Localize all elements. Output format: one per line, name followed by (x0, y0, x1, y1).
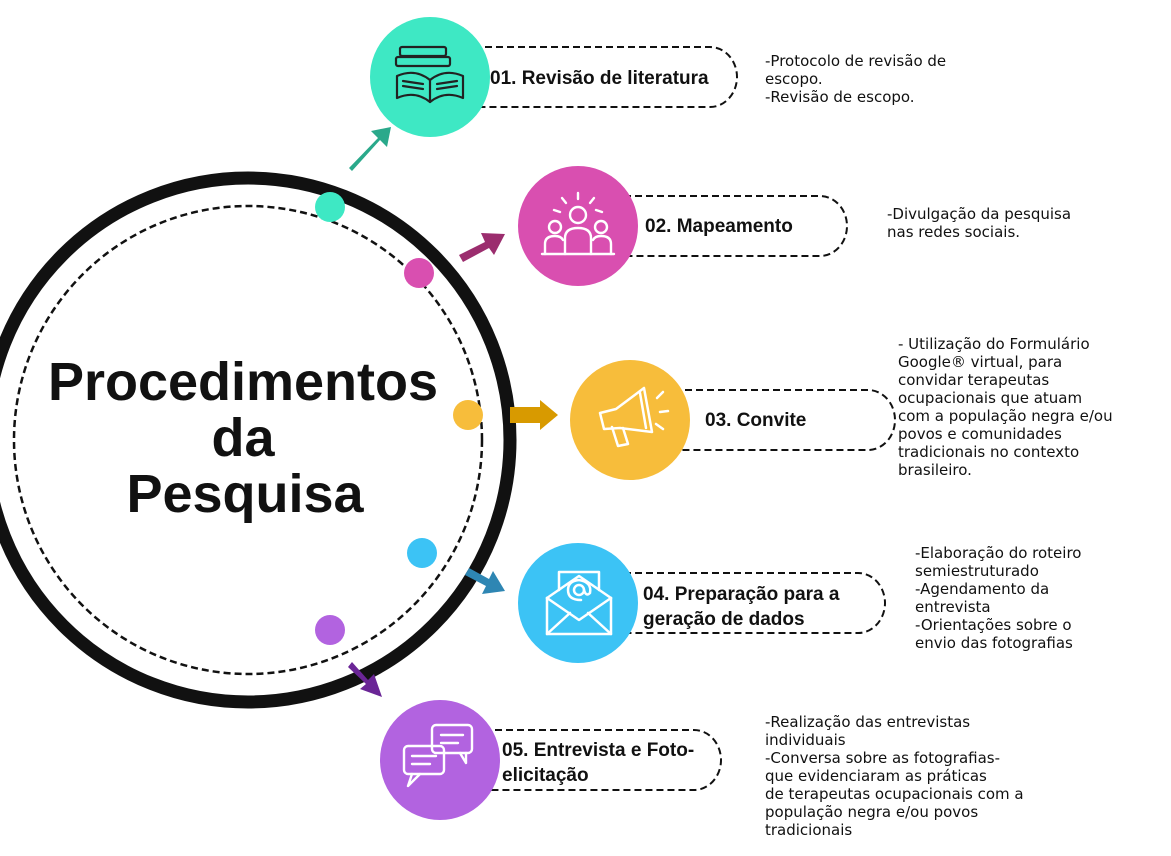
central-ring (0, 171, 517, 709)
step-4-description: -Elaboração do roteiro semiestruturado -… (915, 544, 1081, 652)
step-1-arrow (349, 127, 391, 171)
step-3-label-line: 03. Convite (705, 410, 806, 431)
step-4-label-line-1: 04. Preparação para a (643, 584, 840, 605)
step-1-description-line: -Protocolo de revisão de (765, 52, 947, 70)
step-2: 02. Mapeamento (404, 166, 848, 288)
step-1-description-line: escopo. (765, 70, 823, 88)
step-2-dot (404, 258, 434, 288)
step-5-label: 05. Entrevista e Foto- elicitação (502, 740, 699, 786)
step-4-circle (518, 543, 638, 663)
step-2-arrow (459, 233, 505, 262)
step-4-description-line: envio das fotografias (915, 634, 1073, 652)
diagram-title: Procedimentos da Pesquisa (48, 352, 442, 524)
step-5-description-line: tradicionais (765, 821, 853, 839)
chat-icon (402, 723, 474, 788)
step-3-label-frame (630, 389, 896, 451)
step-5-circle (380, 700, 500, 820)
step-1-label-frame (430, 46, 738, 108)
step-4-label-line-2: geração de dados (643, 609, 805, 630)
title-line-1: Procedimentos (48, 352, 438, 412)
step-3-arrow (510, 400, 558, 430)
step-3-description-line: tradicionais no contexto (898, 443, 1080, 461)
step-3-description-line: com a população negra e/ou (898, 407, 1113, 425)
step-1: 01. Revisão de literatura (315, 17, 738, 222)
step-2-label: 02. Mapeamento (645, 216, 793, 237)
step-3-description-line: - Utilização do Formulário (898, 335, 1090, 353)
step-3-description: - Utilização do Formulário Google® virtu… (898, 335, 1113, 479)
step-1-circle (370, 17, 490, 137)
step-4-label: 04. Preparação para a geração de dados (643, 584, 845, 630)
step-1-description-line: -Revisão de escopo. (765, 88, 915, 106)
step-3: 03. Convite (453, 360, 896, 480)
step-2-label-line: 02. Mapeamento (645, 216, 793, 237)
step-5-label-line-1: 05. Entrevista e Foto- (502, 740, 694, 761)
step-5-description-line: população negra e/ou povos (765, 803, 979, 821)
step-4-description-line: -Agendamento da (915, 580, 1050, 598)
step-4-label-frame (580, 572, 886, 634)
step-3-circle (570, 360, 690, 480)
step-4-dot (407, 538, 437, 568)
step-4-description-line: -Elaboração do roteiro (915, 544, 1082, 562)
step-3-description-line: ocupacionais que atuam (898, 389, 1083, 407)
step-3-description-line: Google® virtual, para (898, 353, 1063, 371)
step-4-description-line: semiestruturado (915, 562, 1039, 580)
email-icon (545, 570, 613, 636)
step-3-description-line: convidar terapeutas (898, 371, 1050, 389)
step-5-description-line: -Realização das entrevistas (765, 713, 971, 731)
step-2-description: -Divulgação da pesquisa nas redes sociai… (887, 205, 1071, 241)
step-5-description-line: -Conversa sobre as fotografias- (765, 749, 1001, 767)
step-4-arrow (465, 568, 505, 594)
people-icon (540, 191, 616, 256)
step-1-label: 01. Revisão de literatura (490, 68, 709, 89)
step-3-description-line: povos e comunidades (898, 425, 1062, 443)
step-4: 04. Preparação para a geração de dados (407, 538, 886, 663)
step-1-dot (315, 192, 345, 222)
step-5-arrow (348, 662, 382, 697)
step-2-description-line: nas redes sociais. (887, 223, 1021, 241)
title-line-2: da (211, 408, 275, 468)
step-5-description-line: de terapeutas ocupacionais com a (765, 785, 1024, 803)
step-5-description-line: que evidenciaram as práticas (765, 767, 987, 785)
step-5-description: -Realização das entrevistas individuais … (765, 713, 1024, 839)
step-2-circle (518, 166, 638, 286)
megaphone-icon (598, 386, 670, 448)
step-2-label-frame (580, 195, 848, 257)
step-3-label: 03. Convite (705, 410, 806, 431)
step-5-description-line: individuais (765, 731, 846, 749)
step-5-dot (315, 615, 345, 645)
step-1-description: -Protocolo de revisão de escopo. -Revisã… (765, 52, 946, 106)
books-icon (394, 45, 465, 104)
step-5-label-frame (440, 729, 722, 791)
title-line-3: Pesquisa (126, 464, 364, 524)
step-2-description-line: -Divulgação da pesquisa (887, 205, 1072, 223)
step-1-label-line: 01. Revisão de literatura (490, 68, 709, 89)
step-3-dot (453, 400, 483, 430)
step-5-label-line-2: elicitação (502, 765, 589, 786)
step-5: 05. Entrevista e Foto- elicitação (315, 615, 722, 820)
step-4-description-line: entrevista (915, 598, 991, 616)
step-4-description-line: -Orientações sobre o (915, 616, 1072, 634)
step-3-description-line: brasileiro. (898, 461, 972, 479)
